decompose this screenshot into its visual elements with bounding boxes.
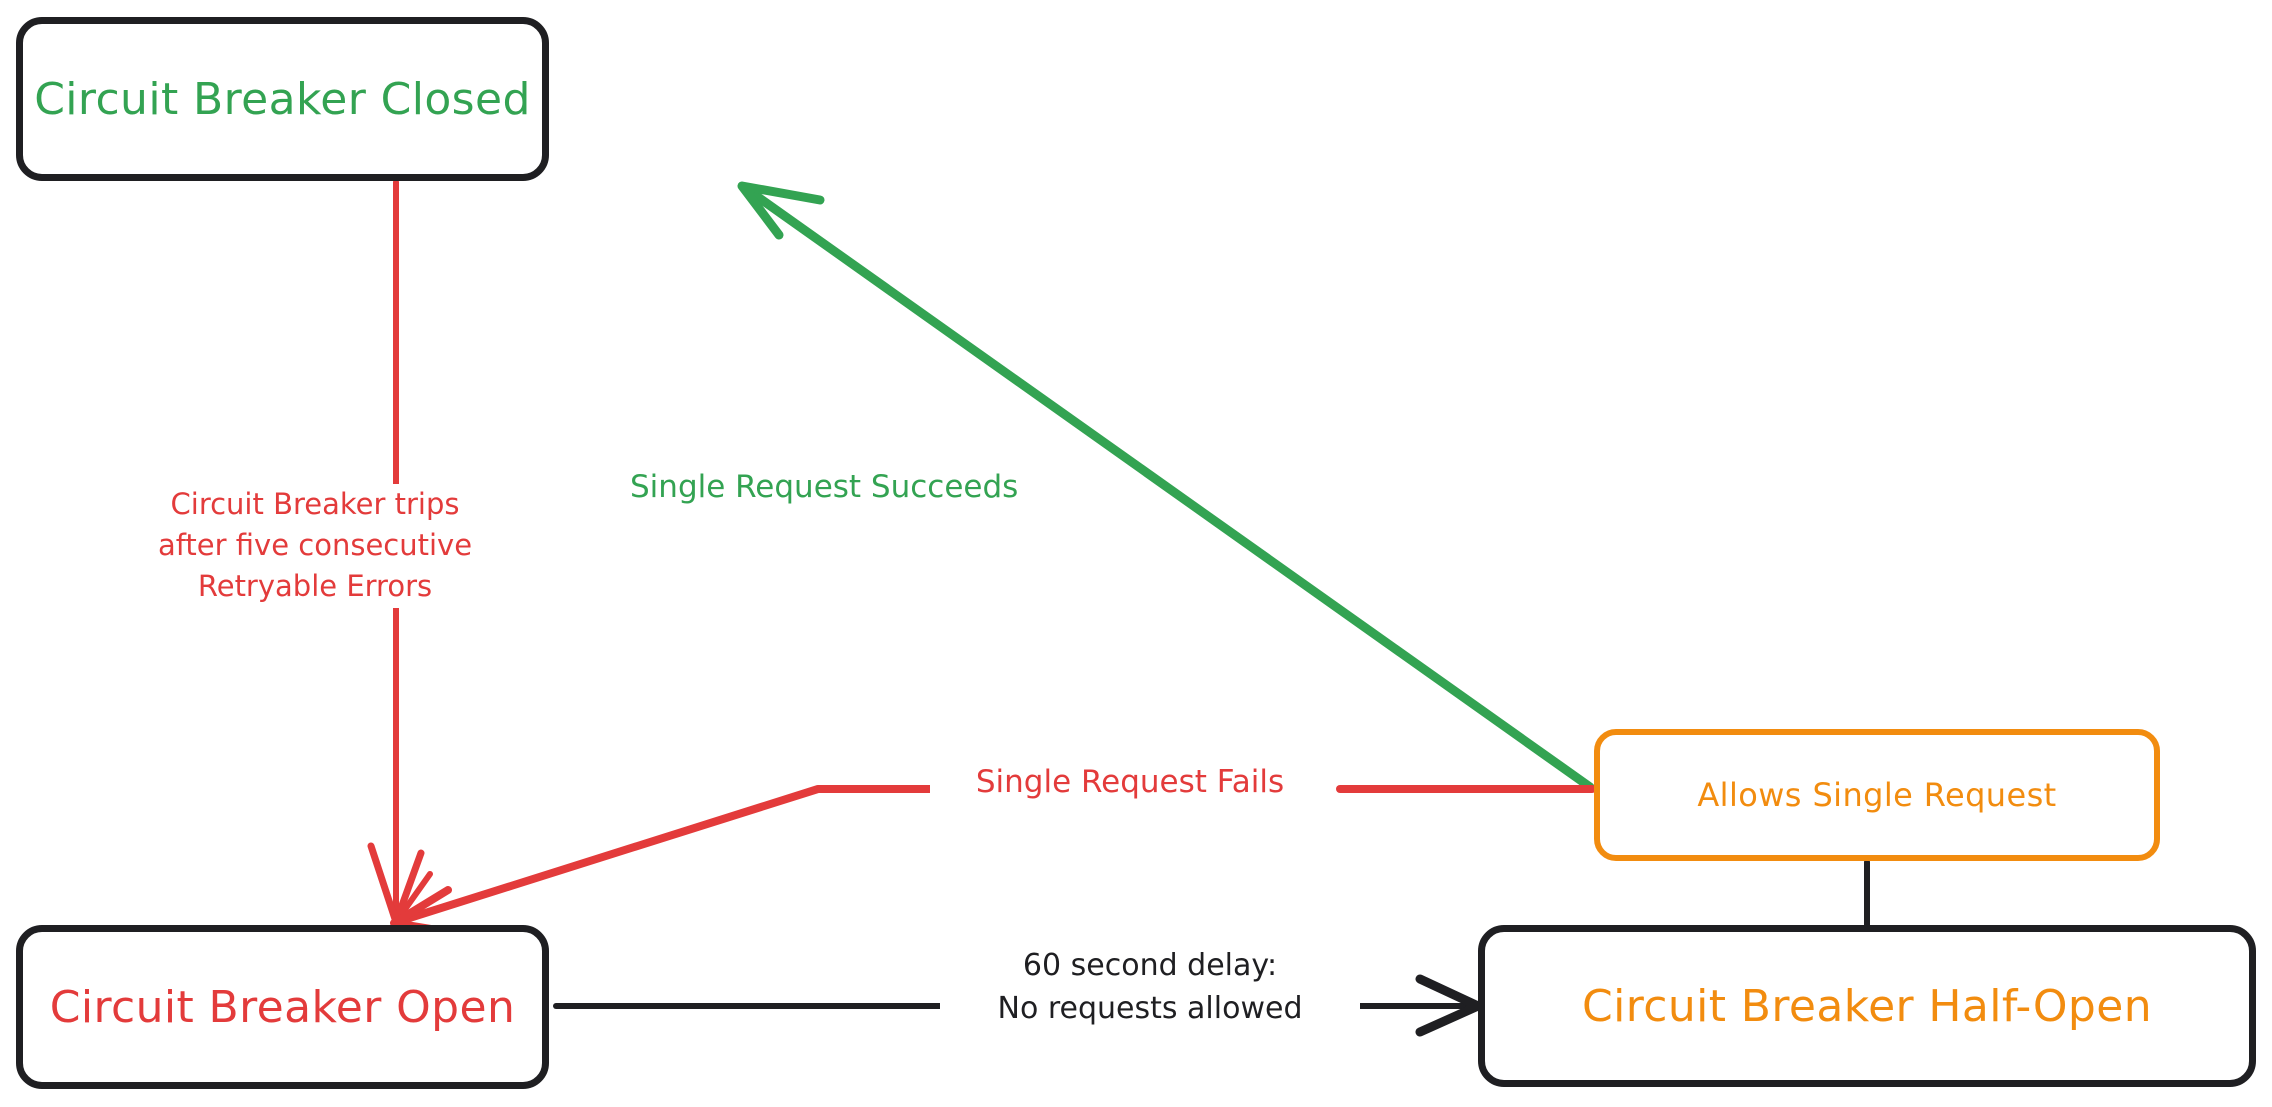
node-allows-single-request-label: Allows Single Request [1697, 776, 2057, 814]
edge-label-single-request-fails: Single Request Fails [930, 760, 1330, 805]
node-open-label: Circuit Breaker Open [49, 981, 516, 1033]
node-circuit-breaker-open[interactable]: Circuit Breaker Open [16, 925, 549, 1089]
node-closed-label: Circuit Breaker Closed [34, 73, 531, 125]
edge-allows-to-open [390, 785, 1596, 937]
edge-label-single-request-succeeds: Single Request Succeeds [630, 465, 1018, 510]
node-allows-single-request[interactable]: Allows Single Request [1594, 729, 2160, 861]
edge-allows-to-closed [737, 181, 1595, 792]
node-circuit-breaker-half-open[interactable]: Circuit Breaker Half-Open [1478, 925, 2256, 1087]
node-circuit-breaker-closed[interactable]: Circuit Breaker Closed [16, 17, 549, 181]
edge-label-60-second-delay: 60 second delay: No requests allowed [940, 945, 1360, 1031]
edge-label-circuit-breaker-trips: Circuit Breaker trips after five consecu… [150, 484, 480, 608]
node-half-open-label: Circuit Breaker Half-Open [1582, 980, 2152, 1032]
